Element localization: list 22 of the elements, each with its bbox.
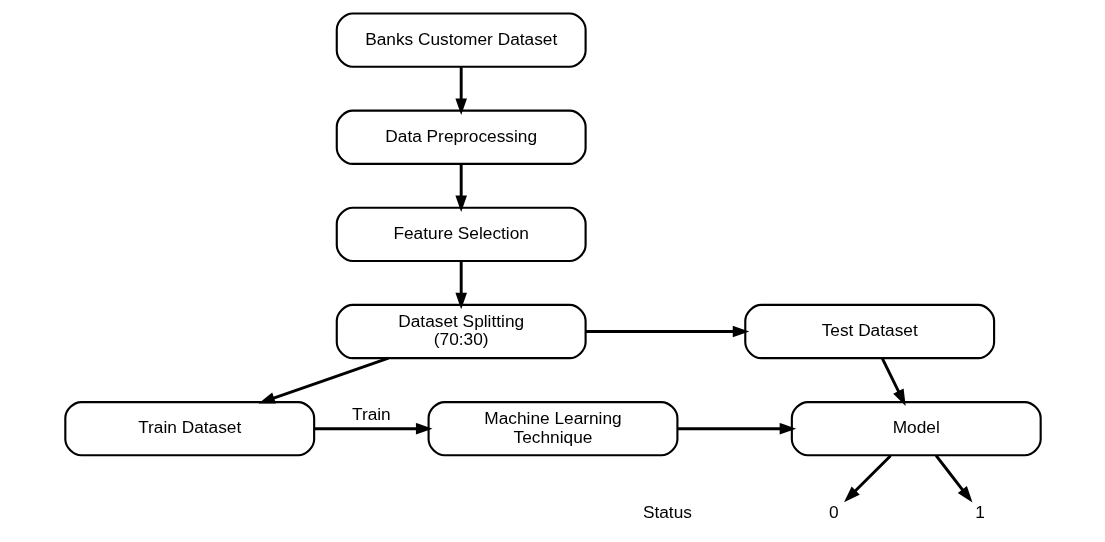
arrow <box>934 454 972 503</box>
node-text: 0 <box>828 502 839 523</box>
arrow <box>313 422 432 435</box>
arrow <box>454 163 467 213</box>
arrow <box>454 261 467 310</box>
node-box: Machine Learning Technique <box>427 401 678 457</box>
node-box: Model <box>790 401 1042 457</box>
arrow <box>258 356 389 404</box>
arrow <box>454 66 467 115</box>
label: Status <box>642 502 692 523</box>
edge-label: Train <box>351 403 391 424</box>
node-box: Data Preprocessing <box>335 109 587 165</box>
arrow <box>585 325 749 338</box>
arrow <box>880 357 906 406</box>
node-box: Test Dataset <box>743 303 995 360</box>
node-box: Banks Customer Dataset <box>335 12 587 68</box>
node-text: 1 <box>974 502 985 523</box>
node-box: Dataset Splitting (70:30) <box>335 303 587 360</box>
arrow <box>843 454 892 503</box>
node-box: Feature Selection <box>335 206 587 263</box>
node-box: Train Dataset <box>63 401 315 457</box>
arrow <box>677 422 796 435</box>
